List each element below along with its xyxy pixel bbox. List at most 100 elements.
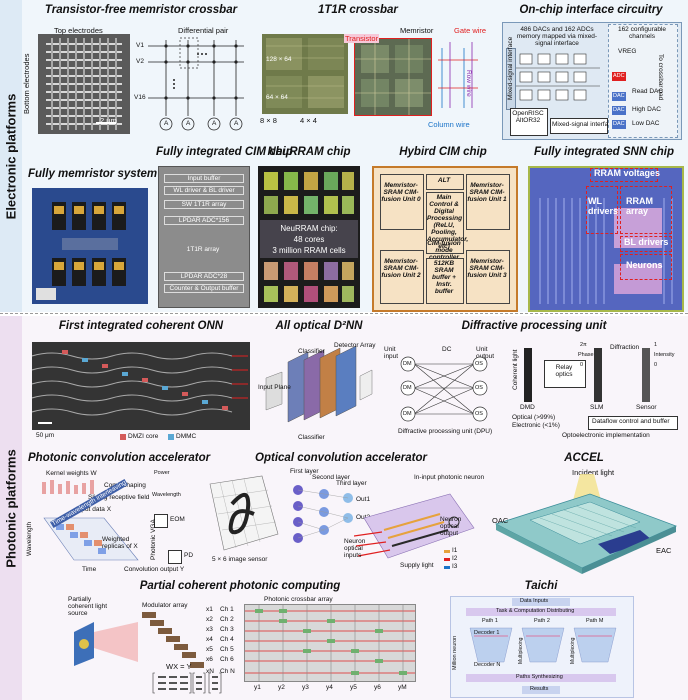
onn-chip-photo (31, 342, 250, 430)
hybrid-buffer: 512KB SRAM buffer + Instr. buffer (432, 260, 456, 295)
path1-label: Path 1 (482, 618, 498, 624)
modulator-blocks (138, 612, 208, 672)
output-ym: yM (398, 684, 407, 691)
panel-partial-coherent: Partial coherent photonic computing Part… (60, 580, 420, 698)
synthesizing-bar (466, 674, 616, 682)
wl-drivers-label: WL drivers (588, 196, 619, 216)
high-dac-block-label: DAC (613, 107, 625, 113)
neuron-inputs-label: Neuron optical inputs (344, 538, 366, 559)
supply-light-label: Supply light (400, 562, 434, 569)
output-y4: y4 (326, 684, 333, 691)
results-bar (522, 686, 560, 694)
cpu-label: OpenRISC AltOR32 (512, 110, 544, 124)
hybrid-unit2: Memristor-SRAM CIM-fusion Unit 2 (381, 258, 421, 279)
memristor-label: Memristor (400, 26, 434, 35)
light-source-render (68, 618, 138, 668)
phase-top-label: 2π (580, 342, 587, 348)
phase-bottom-label: 0 (580, 362, 584, 368)
dpu-node-out-2: OS (475, 385, 483, 391)
crossbar-micrograph (38, 34, 130, 134)
image-sensor-label: 5 × 6 image sensor (212, 556, 268, 563)
crossbar-label: Photonic crossbar array (264, 596, 333, 603)
neuron-output-label: Neuron optical output (440, 516, 462, 537)
panel-title: Optical convolution accelerator (255, 452, 427, 464)
legend-i2: I2 (452, 555, 458, 562)
electronic-label: Electronic (<1%) (512, 422, 560, 429)
row-wire-label: Row wire (465, 70, 472, 97)
wavelength-top-label: Wavelength (152, 492, 181, 498)
legend-i2-swatch (444, 558, 450, 561)
low-dac-block-label: DAC (613, 121, 625, 127)
panel-title: 1T1R crossbar (318, 4, 398, 16)
neuram-line2: 48 cores (293, 235, 325, 244)
high-dac-block (612, 106, 626, 115)
wavelength-axis-label: Wavelength (26, 521, 33, 556)
decodern-label: Decoder N (474, 662, 501, 668)
panel-coherent-onn: First integrated coherent ONN 50 μm DMZI… (28, 320, 254, 446)
row-label-v16: V16 (134, 94, 146, 101)
panel-title: ACCEL (564, 452, 604, 464)
channel-2: Ch 2 (220, 616, 234, 623)
onn-scale-label: 50 μm (36, 432, 55, 439)
panel-title: Fully integrated SNN chip (534, 146, 674, 158)
dpu-node-out-1: OS (475, 361, 483, 367)
image-sensor-grid (206, 474, 286, 554)
photonic-crossbar-grid (244, 604, 416, 682)
channels-label: 162 configurable channels (617, 26, 667, 40)
cim-block-adc-28: LPDAR ADC*28 (164, 272, 244, 281)
dpu-caption: Diffractive processing unit (DPU) (398, 428, 493, 435)
input-x2: x2 (206, 616, 213, 623)
hybrid-alt-box (426, 174, 464, 190)
panel-title: First integrated coherent ONN (58, 320, 224, 332)
neurons-label: Neurons (626, 260, 663, 270)
panel-title: NeuRRAM chip (267, 146, 351, 158)
phase-label: Phase (578, 352, 594, 358)
panel-1t1r-crossbar: 1T1R crossbar 128 × 64 64 × 64 8 × 8 4 ×… (258, 4, 494, 140)
optoelectronic-label: Optoelectronic implementation (562, 432, 650, 439)
dc-label: DC (442, 346, 452, 353)
input-symbol-column (200, 606, 204, 680)
hybrid-chip-die (372, 166, 518, 312)
vreg-label: VREG (618, 48, 637, 55)
t1r-chip-photo (262, 34, 348, 114)
chip-label-64x64: 64 × 64 (266, 94, 288, 101)
pd-label: PD (184, 552, 194, 559)
low-dac-block (612, 120, 626, 129)
oac-label: OAC (492, 516, 509, 525)
channel-n: Ch N (220, 668, 235, 675)
amp-label-3: A (212, 120, 217, 127)
accel-chip-render (490, 474, 680, 576)
hybrid-unit2-box (380, 250, 424, 304)
amp-label-4: A (234, 120, 239, 127)
classifier-bottom-label: Classifier (298, 434, 325, 441)
bl-drivers-label: BL drivers (624, 237, 669, 247)
input-xn: xN (206, 668, 214, 675)
cim-block-driver: WL driver & BL driver (164, 186, 244, 195)
input-x1: x1 (206, 606, 213, 613)
hybrid-unit3-box (466, 250, 510, 304)
hybrid-main-box (426, 192, 464, 254)
output-y3: y3 (302, 684, 309, 691)
decoder1-label: Decoder 1 (474, 630, 500, 636)
array-4x4-label: 4 × 4 (300, 116, 317, 125)
crossbar-schematic (136, 36, 254, 136)
mixed-signal-side-label: Mixed-signal interface (507, 36, 514, 100)
electronic-platforms-label: Electronic platforms (0, 0, 22, 312)
intensity-bottom-label: 0 (654, 362, 658, 368)
incident-light-label: Incident light (572, 468, 615, 477)
input-x3: x3 (206, 626, 213, 633)
panel-title: On-chip interface circuitry (519, 4, 663, 16)
column-wire-label: Column wire (428, 120, 470, 129)
panel-neuram-chip: NeuRRAM chip NeuRRAM chip: 48 cores 3 mi… (256, 146, 362, 310)
hybrid-unit0-box (380, 174, 424, 230)
dataflow-box (588, 416, 678, 430)
amp-label-2: A (186, 120, 191, 127)
panel-title: Transistor-free memristor crossbar (44, 4, 238, 16)
output-y2: y2 (278, 684, 285, 691)
row-label-v2: V2 (136, 58, 144, 65)
dataflow-label: Dataflow control and buffer (592, 418, 670, 425)
array-8x8-label: 8 × 8 (260, 116, 277, 125)
panel-cim-chip: Fully integrated CIM chip Input buffer W… (156, 146, 293, 310)
output-y1: y1 (254, 684, 261, 691)
cim-block-list: Input buffer WL driver & BL driver SW 1T… (164, 172, 244, 300)
